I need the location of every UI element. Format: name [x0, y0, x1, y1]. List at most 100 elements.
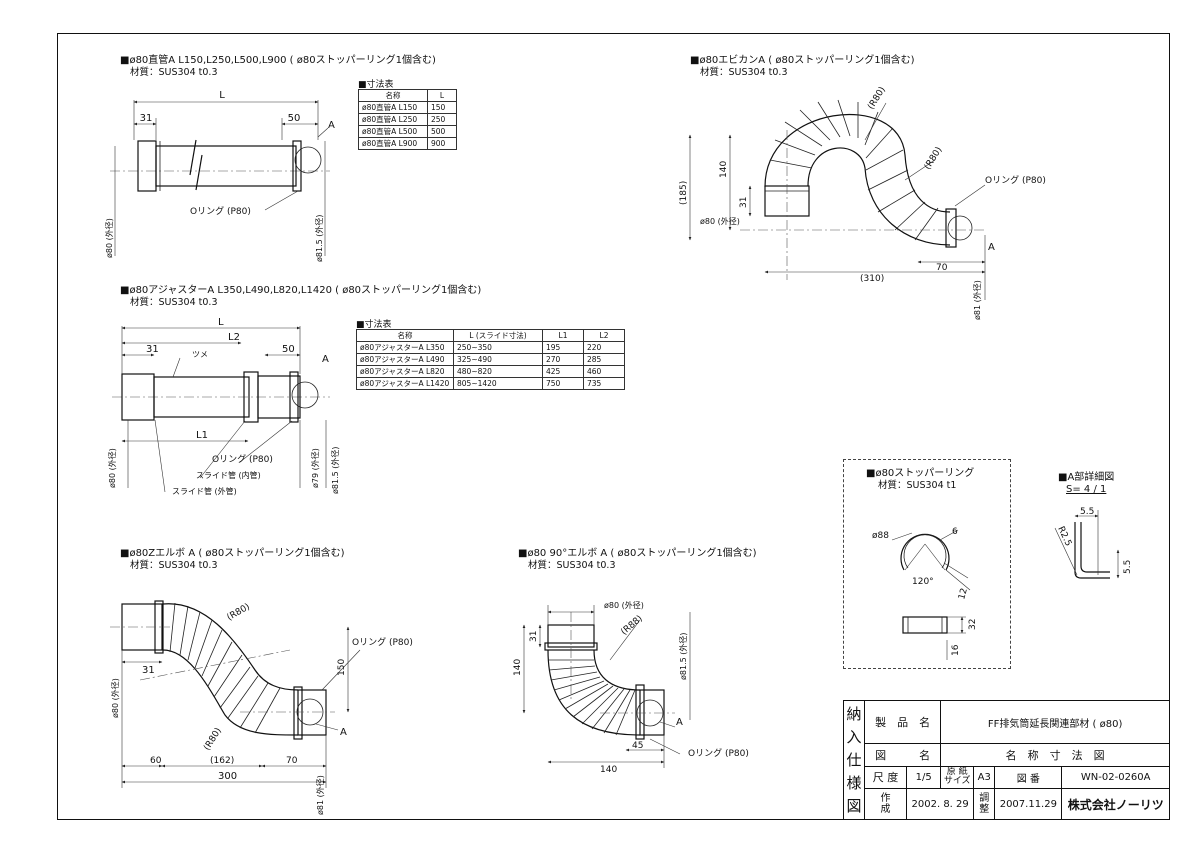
table-cell: 900: [427, 137, 457, 150]
adj-od80-label: ø80 (外径): [107, 448, 117, 488]
adj-l2-label: L2: [228, 332, 240, 343]
detail-r25-label: R2.5: [1055, 525, 1073, 548]
ebikan-r80b-label: (R80): [923, 145, 945, 171]
zelbow-drawing: (R80) (R80) 31 ø80 (外径) 60 (162) 70 300 …: [110, 600, 413, 815]
stopper-ring-detail-box: [843, 459, 1011, 669]
detail-a-title: ■A部詳細図: [1058, 472, 1115, 483]
adj-50-label: 50: [282, 344, 295, 355]
elbow90-140h-label: 140: [600, 765, 617, 775]
od815-label: ø81.5 (外径): [314, 215, 324, 263]
scale-label: 尺 度: [863, 765, 908, 790]
adj-l-label: L: [218, 317, 224, 328]
table-cell: 735: [583, 377, 625, 390]
created-label: 作成: [863, 788, 908, 820]
elbow90-title: ■ø80 90°エルボ A ( ø80ストッパーリング1個含む): [518, 548, 757, 559]
adj-inner-label: スライド管 (内管): [196, 470, 261, 480]
ebikan-70-label: 70: [936, 263, 948, 273]
elbow90-r88-label: (R88): [619, 614, 644, 638]
elbow90-material: 材質：SUS304 t0.3: [528, 560, 616, 571]
drawing-sheet-border: [57, 33, 1170, 820]
adj-oring-label: Oリング (P80): [212, 453, 273, 465]
adj-od815-label: ø81.5 (外径): [330, 447, 340, 495]
title-block-side-label: 納 入 仕 様 図: [843, 700, 865, 820]
zelbow-31-label: 31: [142, 665, 155, 676]
paper-size-label: 原 紙サイズ: [940, 765, 975, 790]
ebikan-drawing: (R80) (R80) (185) 140 31 ø80 (外径) (310) …: [679, 85, 1046, 320]
elbow90-45-label: 45: [632, 741, 643, 751]
ebikan-od815-label: ø81 (外径): [972, 280, 982, 320]
product-name-label: 製 品 名: [863, 699, 942, 745]
ebikan-31-label: 31: [739, 197, 749, 208]
dim-l-label: L: [219, 90, 225, 101]
elbow90-oring-label: Oリング (P80): [688, 747, 749, 759]
adjuster-material: 材質：SUS304 t0.3: [130, 297, 218, 308]
elbow90-drawing: ø80 (外径) (R88) 31 140 ø81.5 (外径) 45 140 …: [513, 600, 749, 775]
ebikan-title: ■ø80エビカンA ( ø80ストッパーリング1個含む): [690, 55, 915, 66]
paper-size-value: A3: [973, 765, 996, 790]
elbow90-a-marker: A: [676, 717, 683, 728]
title-block: 納 入 仕 様 図 製 品 名 FF排気筒延長関連部材 ( ø80) 図 名 名…: [843, 699, 1170, 820]
stopper-d32-label: 32: [968, 619, 978, 630]
adj-od79-label: ø79 (外径): [310, 448, 320, 488]
created-date: 2002. 8. 29: [906, 788, 975, 820]
stopper-ring-material: 材質：SUS304 t1: [878, 480, 957, 491]
adj-outer-label: スライド管 (外管): [172, 486, 237, 496]
ebikan-140-label: 140: [719, 161, 729, 178]
ebikan-a-marker: A: [988, 242, 995, 253]
stopper-ring-title: ■ø80ストッパーリング: [866, 468, 975, 479]
adj-tsume-label: ツメ: [192, 350, 208, 359]
stopper-d88-label: ø88: [872, 531, 889, 541]
ebikan-310-label: (310): [860, 274, 884, 284]
detail-a-drawing: 5.5 R2.5 5.5: [1054, 507, 1133, 579]
company-name: 株式会社ノーリツ: [1061, 788, 1170, 820]
stopper-d6-label: 6: [952, 527, 958, 537]
straight-pipe-material: 材質：SUS304 t0.3: [130, 67, 218, 78]
zelbow-title: ■ø80Zエルボ A ( ø80ストッパーリング1個含む): [120, 548, 345, 559]
ebikan-oring-label: Oリング (P80): [985, 174, 1046, 186]
zelbow-od80-label: ø80 (外径): [110, 678, 120, 718]
zelbow-od815-label: ø81 (外径): [315, 775, 325, 815]
ebikan-185-label: (185): [679, 181, 689, 205]
elbow90-od80-label: ø80 (外径): [604, 600, 644, 610]
adjusted-label: 調整: [973, 788, 996, 820]
zelbow-oring-label: Oリング (P80): [352, 636, 413, 648]
od80-label: ø80 (外径): [104, 218, 114, 258]
adj-31-label: 31: [146, 344, 159, 355]
adjusted-date: 2007.11.29: [994, 788, 1063, 820]
zelbow-material: 材質：SUS304 t0.3: [130, 560, 218, 571]
dim-50-label: 50: [288, 113, 301, 124]
zelbow-300-label: 300: [218, 771, 237, 782]
zelbow-r80b-label: (R80): [202, 726, 224, 752]
stopper-angle-label: 120°: [912, 577, 934, 587]
zelbow-60-label: 60: [150, 756, 162, 766]
ebikan-r80a-label: (R80): [866, 85, 888, 111]
stopper-ring-drawing: ø88 6 120° 12 32 16: [872, 527, 978, 660]
detail-a-marker: A: [328, 120, 335, 131]
oring-label: Oリング (P80): [190, 205, 251, 217]
scale-value: 1/5: [906, 765, 942, 790]
drawing-name-label: 図 名: [863, 743, 942, 767]
dim-31-label: 31: [140, 113, 153, 124]
ebikan-od80-label: ø80 (外径): [700, 216, 740, 226]
adj-a-marker: A: [322, 354, 329, 365]
straight-pipe-drawing: L 31 50 A Oリング (P80) ø80 (外径) ø81.5 (外径): [104, 90, 335, 262]
detail-a-scale: S= 4 / 1: [1066, 484, 1107, 495]
adj-l1-label: L1: [196, 430, 208, 441]
zelbow-a-marker: A: [340, 727, 347, 738]
table-cell: 500: [427, 125, 457, 138]
stopper-d12-label: 12: [957, 587, 970, 601]
adjuster-drawing: L L2 31 50 L1 ツメ A Oリング (P80) スライド管 (内管)…: [107, 317, 340, 496]
elbow90-140v-label: 140: [513, 659, 523, 676]
zelbow-70-label: 70: [286, 756, 298, 766]
table-cell: ø80アジャスターA L1420: [356, 377, 454, 390]
zelbow-162-label: (162): [210, 756, 234, 766]
zelbow-r80a-label: (R80): [225, 602, 251, 623]
drawing-number-value: WN-02-0260A: [1061, 765, 1170, 790]
adjuster-title: ■ø80アジャスターA L350,L490,L820,L1420 ( ø80スト…: [120, 285, 482, 296]
product-name-value: FF排気筒延長関連部材 ( ø80): [940, 699, 1170, 745]
ebikan-material: 材質：SUS304 t0.3: [700, 67, 788, 78]
straight-pipe-title: ■ø80直管A L150,L250,L500,L900 ( ø80ストッパーリン…: [120, 55, 436, 66]
